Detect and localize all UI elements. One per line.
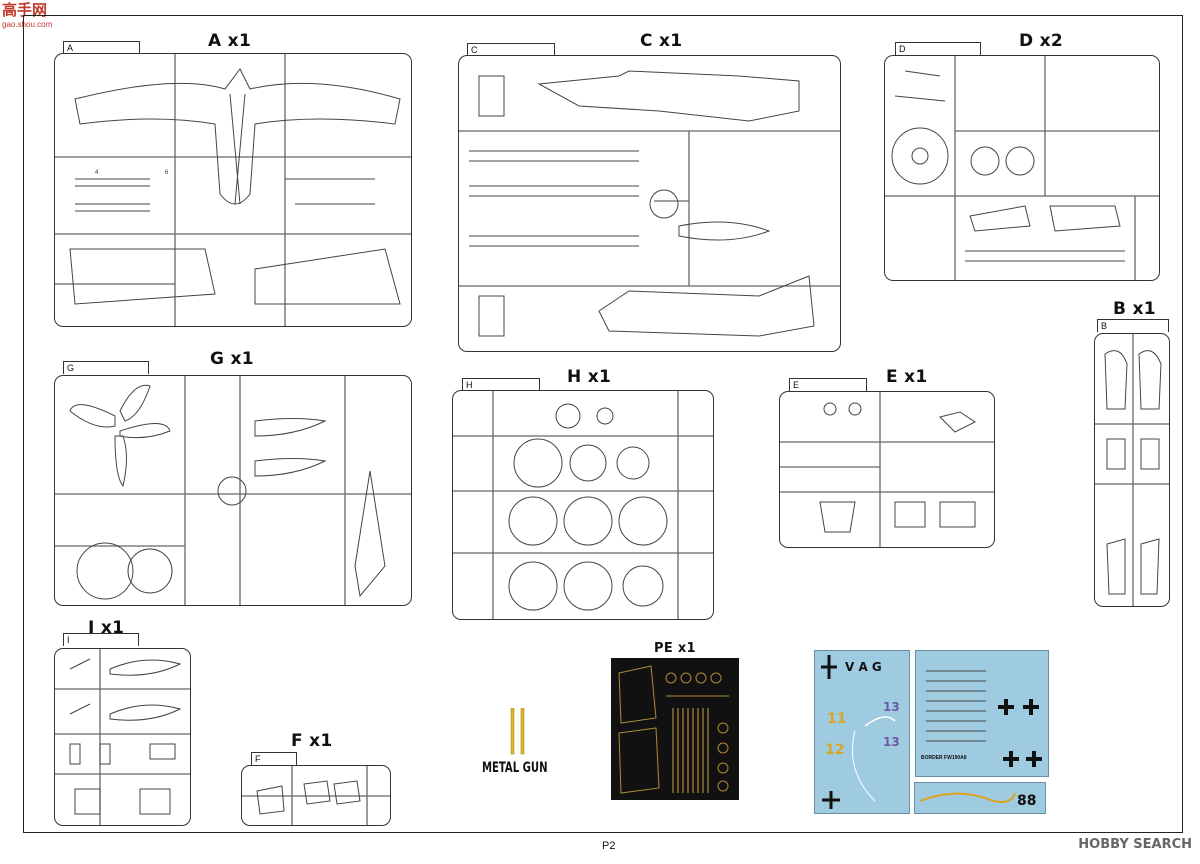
decal-sheet-1: V A G 11 12 13 13 (814, 650, 910, 814)
metal-gun-label: METAL GUN (482, 760, 548, 776)
sprue-h (452, 390, 714, 620)
decal-13a: 13 (883, 700, 900, 714)
svg-text:6: 6 (165, 170, 169, 176)
sprue-h-title: H x1 (567, 367, 612, 387)
decal-vag: V A G (845, 660, 882, 674)
sprue-c (458, 55, 841, 352)
sprue-d-title: D x2 (1019, 31, 1064, 51)
watermark-logo: 高手网 gao.shou.com (2, 2, 72, 38)
svg-text:4: 4 (95, 170, 99, 176)
sprue-b (1094, 333, 1170, 607)
decal-88: 88 (1017, 793, 1036, 809)
sprue-i (54, 648, 191, 826)
sprue-f-drawing (242, 766, 390, 825)
decal-sheet-1-drawing: V A G 11 12 13 13 (821, 655, 900, 809)
sprue-e-tab: E (789, 378, 867, 391)
sprue-b-title: B x1 (1113, 299, 1156, 319)
pe-fret (611, 658, 739, 800)
watermark-cn-text: 高手网 (2, 2, 48, 19)
sprue-c-drawing (459, 70, 840, 337)
decal-sheet-3: 88 (914, 782, 1046, 814)
page-number: P2 (602, 840, 616, 852)
sprue-a-title: A x1 (208, 31, 252, 51)
sprue-c-title: C x1 (640, 31, 683, 51)
pe-title: PE x1 (654, 641, 696, 656)
sprue-g (54, 375, 412, 606)
sprue-i-drawing (55, 649, 190, 825)
watermark-url: gao.shou.com (2, 20, 53, 29)
sprue-i-tab: I (63, 633, 139, 646)
sprue-e-drawing (780, 392, 994, 547)
decal-13b: 13 (883, 735, 900, 749)
decal-sheet-2: BORDER FW190A8 (915, 650, 1049, 777)
sprue-b-tab: B (1097, 319, 1169, 332)
sprue-f (241, 765, 391, 826)
decal-12: 12 (825, 742, 844, 758)
sprue-d-tab: D (895, 42, 981, 55)
sprue-h-drawing (453, 391, 713, 619)
sprue-h-tab: H (462, 378, 540, 391)
sprue-g-tab: G (63, 361, 149, 374)
pe-fret-drawing (618, 665, 729, 794)
decal-sheet-3-drawing: 88 (919, 792, 1036, 809)
decal-11: 11 (827, 711, 846, 727)
sprue-e-title: E x1 (886, 367, 928, 387)
hobby-search-watermark: HOBBY SEARCH (1078, 837, 1192, 852)
decal-border-text: BORDER FW190A8 (921, 755, 967, 761)
sprue-g-drawing (55, 376, 411, 605)
sprue-b-drawing (1095, 334, 1169, 606)
page-frame (23, 15, 1183, 833)
sprue-g-title: G x1 (210, 349, 254, 369)
sprue-a-tab: A (63, 41, 140, 54)
decal-sheet-2-drawing: BORDER FW190A8 (921, 670, 1042, 767)
sprue-f-title: F x1 (291, 731, 333, 751)
sprue-d (884, 55, 1160, 281)
sprue-e (779, 391, 995, 548)
sprue-c-tab: C (467, 43, 555, 56)
sprue-f-tab: F (251, 752, 297, 765)
metal-gun-barrels (510, 708, 525, 755)
sprue-d-drawing (885, 56, 1159, 280)
